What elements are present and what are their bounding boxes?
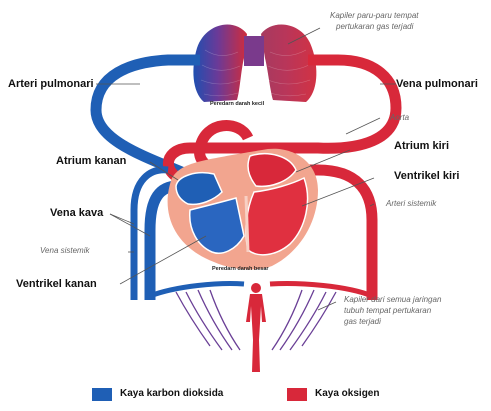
legend-o2: Kaya oksigen <box>315 388 379 399</box>
label-peredaran-darah-besar: Peredarn darah besar <box>212 266 269 272</box>
note-kapiler-paru-line2: pertukaran gas terjadi <box>336 22 413 31</box>
legend-swatch-o2 <box>287 388 307 401</box>
label-peredaran-darah-kecil: Peredarn darah kecil <box>210 101 264 107</box>
body-capillaries <box>150 284 372 351</box>
legend-o2-label: Kaya oksigen <box>315 388 379 399</box>
label-atrium-kiri: Atrium kiri <box>394 140 449 152</box>
label-atrium-kanan: Atrium kanan <box>56 155 126 167</box>
label-arteri-pulmonari: Arteri pulmonari <box>8 78 94 90</box>
legend-swatch-co2 <box>92 388 112 401</box>
label-ventrikel-kanan: Ventrikel kanan <box>16 278 97 290</box>
note-kapiler-jaringan-line1: Kapiler dari semua jaringan <box>344 295 441 304</box>
label-vena-kava: Vena kava <box>50 207 103 219</box>
note-aorta: Aorta <box>390 113 409 122</box>
note-vena-sistemik: Vena sistemik <box>40 246 90 255</box>
label-vena-pulmonari: Vena pulmonari <box>396 78 478 90</box>
note-kapiler-jaringan-line2: tubuh tempat pertukaran <box>344 306 431 315</box>
label-ventrikel-kiri: Ventrikel kiri <box>394 170 459 182</box>
legend-co2: Kaya karbon dioksida <box>120 388 223 399</box>
note-kapiler-jaringan-line3: gas terjadi <box>344 317 381 326</box>
lungs <box>193 25 316 102</box>
note-arteri-sistemik: Arteri sistemik <box>386 199 436 208</box>
heart <box>168 149 318 270</box>
human-figure <box>246 283 266 372</box>
note-kapiler-paru-line1: Kapiler paru-paru tempat <box>330 11 419 20</box>
legend-co2-label: Kaya karbon dioksida <box>120 388 223 399</box>
